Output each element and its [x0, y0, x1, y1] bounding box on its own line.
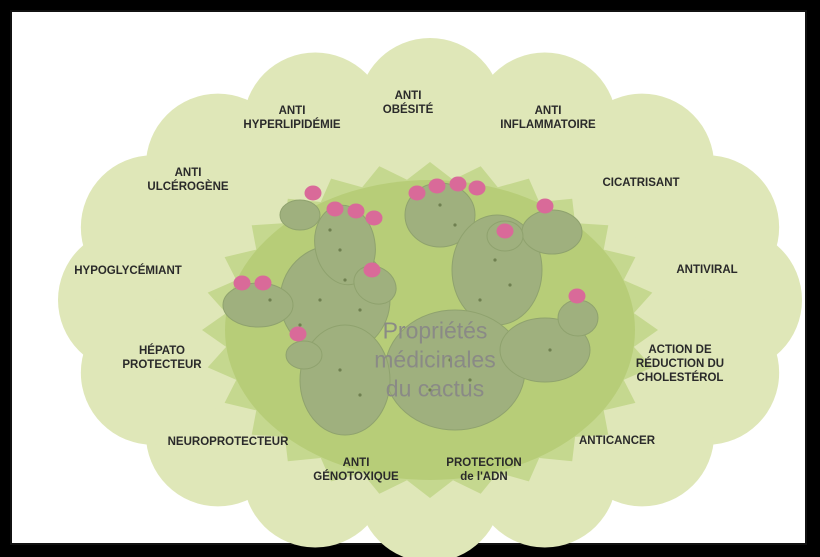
cactus-spine	[268, 298, 271, 301]
cactus-fruit	[537, 199, 554, 214]
cactus-spine	[328, 228, 331, 231]
cactus-pad	[286, 341, 322, 369]
center-title: Propriétés médicinales du cactus	[374, 317, 495, 404]
cactus-fruit	[469, 181, 486, 196]
cactus-spine	[453, 223, 456, 226]
property-label-hypoglycemiant: HYPOGLYCÉMIANT	[74, 264, 182, 278]
property-label-antiviral: ANTIVIRAL	[676, 263, 737, 277]
cactus-spine	[343, 278, 346, 281]
property-label-hepato-protecteur: HÉPATO PROTECTEUR	[122, 344, 201, 372]
cactus-pad	[223, 283, 293, 327]
property-label-anti-ulcerogene: ANTI ULCÉROGÈNE	[147, 166, 228, 194]
cactus-spine	[298, 323, 301, 326]
cactus-fruit	[364, 263, 381, 278]
cactus-fruit	[409, 186, 426, 201]
cactus-fruit	[429, 179, 446, 194]
cactus-spine	[438, 203, 441, 206]
cactus-spine	[548, 348, 551, 351]
cactus-spine	[493, 258, 496, 261]
property-label-neuroprotecteur: NEUROPROTECTEUR	[168, 435, 289, 449]
cactus-spine	[358, 393, 361, 396]
cactus-fruit	[234, 276, 251, 291]
cactus-pad	[280, 200, 320, 230]
property-label-anti-genotoxique: ANTI GÉNOTOXIQUE	[313, 456, 398, 484]
cactus-fruit	[327, 202, 344, 217]
cactus-spine	[358, 308, 361, 311]
cactus-spine	[478, 298, 481, 301]
cactus-spine	[338, 368, 341, 371]
cactus-spine	[318, 298, 321, 301]
cactus-fruit	[497, 224, 514, 239]
property-label-anti-inflammatoire: ANTI INFLAMMATOIRE	[500, 104, 595, 132]
cactus-pad	[558, 300, 598, 336]
cactus-fruit	[305, 186, 322, 201]
cactus-fruit	[290, 327, 307, 342]
property-label-anticancer: ANTICANCER	[579, 434, 655, 448]
property-label-anti-hyperlipidemie: ANTI HYPERLIPIDÉMIE	[243, 104, 340, 132]
cactus-spine	[338, 248, 341, 251]
cactus-fruit	[569, 289, 586, 304]
cactus-fruit	[255, 276, 272, 291]
property-label-anti-obesite: ANTI OBÉSITÉ	[383, 89, 433, 117]
cactus-spine	[508, 283, 511, 286]
property-label-reduction-cholesterol: ACTION DE RÉDUCTION DU CHOLESTÉROL	[636, 343, 724, 385]
property-label-protection-adn: PROTECTION de l'ADN	[446, 456, 521, 484]
property-label-cicatrisant: CICATRISANT	[602, 176, 679, 190]
cactus-fruit	[366, 211, 383, 226]
cactus-fruit	[450, 177, 467, 192]
cactus-fruit	[348, 204, 365, 219]
cactus-pad	[522, 210, 582, 254]
